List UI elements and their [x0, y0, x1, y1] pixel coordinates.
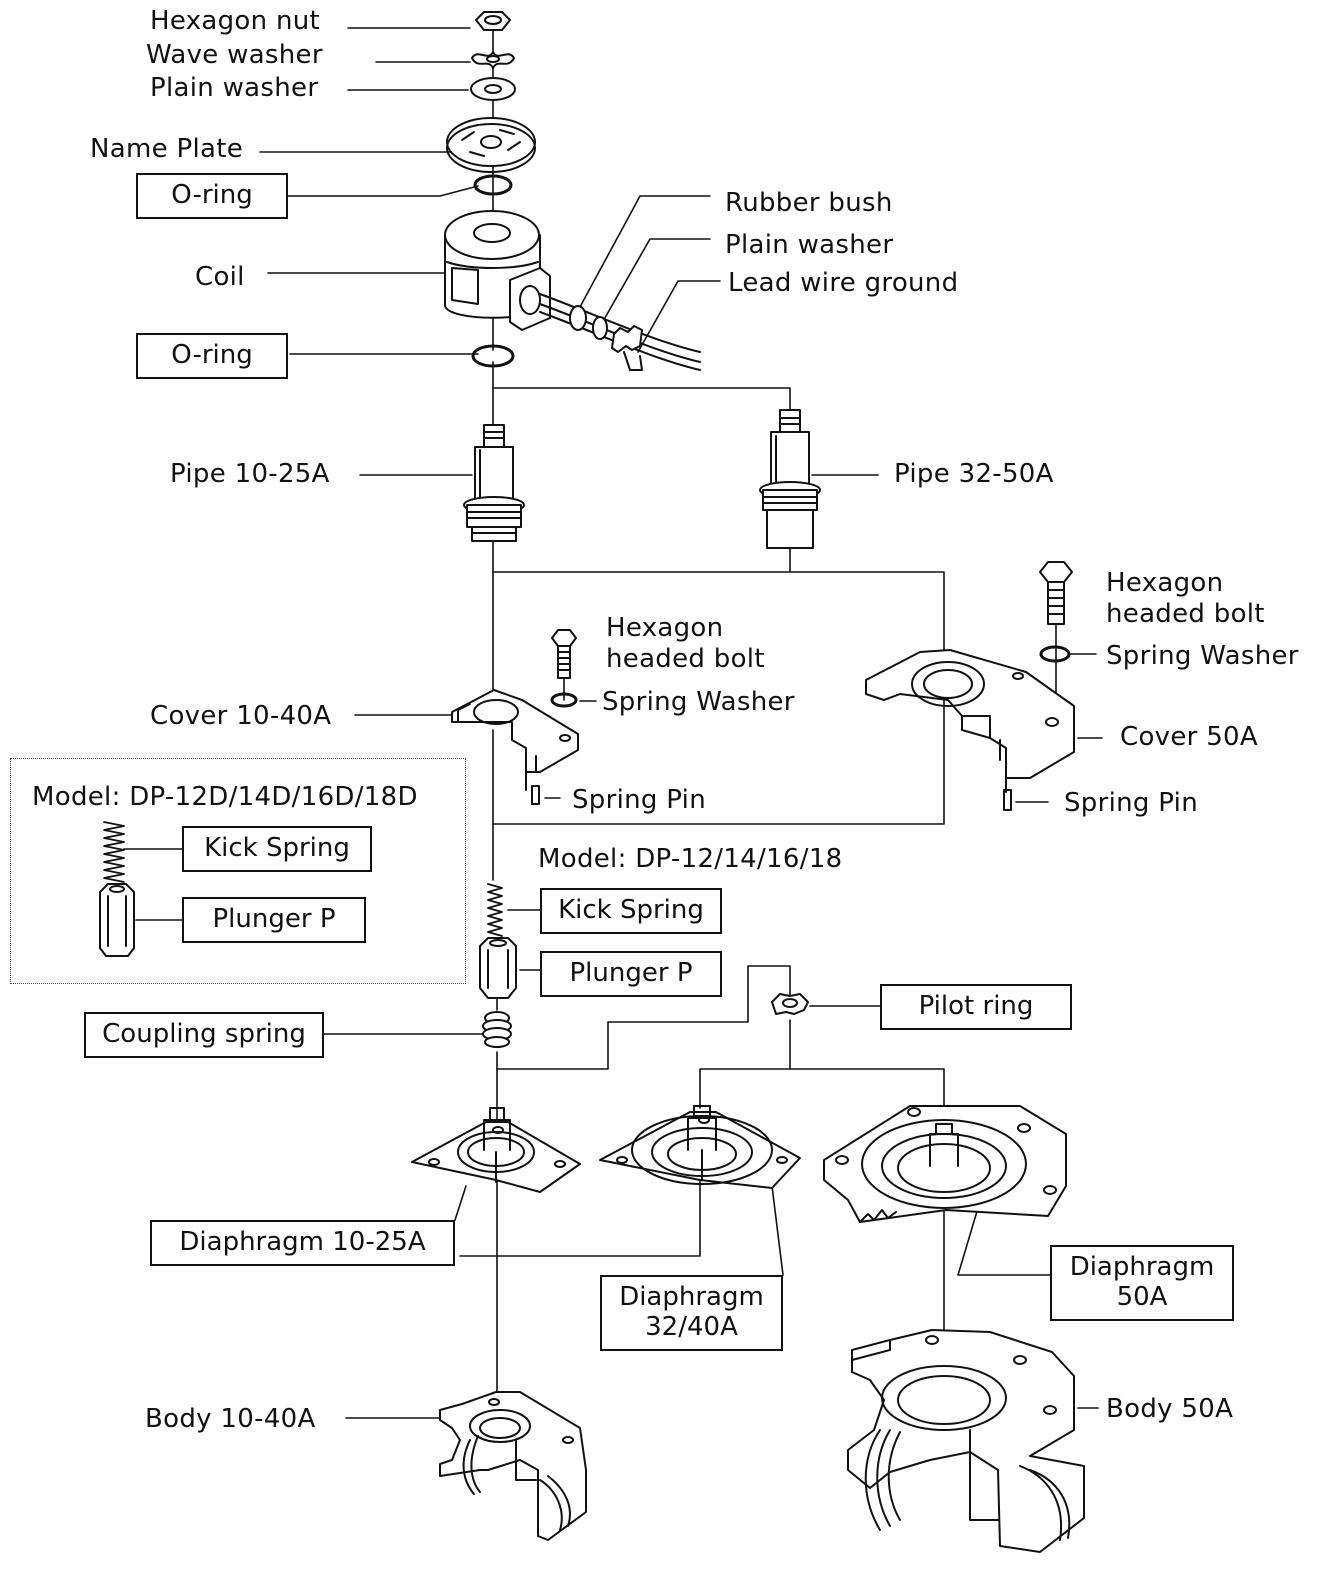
o-ring-bottom-icon — [473, 346, 513, 366]
plunger-icon — [480, 938, 516, 998]
label-coupling-spring: Coupling spring — [84, 1012, 324, 1058]
body-large-icon — [848, 1330, 1084, 1552]
label-cover-large: Cover 50A — [1120, 722, 1258, 752]
diaphragm-large-icon — [824, 1106, 1066, 1222]
plunger-d-icon — [100, 884, 134, 956]
label-bolt-large: Hexagon headed bolt — [1106, 568, 1265, 629]
model-d-inset-frame — [10, 758, 466, 984]
label-pipe-large: Pipe 32-50A — [894, 459, 1054, 489]
wave-washer-icon — [472, 52, 514, 68]
body-small-icon — [440, 1392, 586, 1540]
label-kick-spring-d: Kick Spring — [182, 826, 372, 872]
label-plain-washer-top: Plain washer — [150, 73, 319, 103]
leader-lines — [124, 28, 1102, 1418]
kick-spring-icon — [488, 884, 502, 936]
label-bolt-small: Hexagon headed bolt — [606, 613, 765, 674]
label-lead-wire-ground: Lead wire ground — [728, 268, 959, 298]
label-rubber-bush: Rubber bush — [725, 188, 893, 218]
label-plunger: Plunger P — [540, 951, 722, 997]
label-plunger-d: Plunger P — [182, 897, 366, 943]
label-body-small: Body 10-40A — [145, 1404, 316, 1434]
plain-washer-icon — [471, 78, 515, 100]
name-plate-icon — [447, 118, 535, 172]
label-diaphragm-small: Diaphragm 10-25A — [150, 1220, 455, 1266]
pipe-small-icon — [464, 425, 524, 541]
diaphragm-mid-icon — [600, 1106, 800, 1188]
spring-pin-large-icon — [1004, 790, 1011, 810]
label-o-ring-top: O-ring — [136, 173, 288, 219]
label-spring-pin-small: Spring Pin — [572, 785, 706, 815]
label-wave-washer: Wave washer — [146, 40, 323, 70]
spring-washer-small-icon — [552, 694, 576, 706]
label-model-d: Model: DP-12D/14D/16D/18D — [32, 782, 418, 812]
coupling-spring-icon — [483, 1012, 511, 1047]
label-diaphragm-large: Diaphragm 50A — [1050, 1245, 1234, 1321]
cover-small-icon — [452, 690, 578, 790]
label-spring-washer-small: Spring Washer — [602, 687, 795, 717]
diaphragm-small-icon — [412, 1108, 580, 1192]
label-coil: Coil — [195, 262, 245, 292]
label-pipe-small: Pipe 10-25A — [170, 459, 330, 489]
label-spring-pin-large: Spring Pin — [1064, 788, 1198, 818]
spring-pin-small-icon — [532, 786, 539, 804]
hexagon-nut-icon — [476, 12, 510, 30]
cover-large-icon — [866, 650, 1074, 792]
coil-icon — [445, 211, 700, 370]
label-hexagon-nut: Hexagon nut — [150, 6, 321, 36]
label-kick-spring: Kick Spring — [540, 888, 722, 934]
hexagon-bolt-large-icon — [1040, 562, 1072, 624]
label-cover-small: Cover 10-40A — [150, 701, 332, 731]
hexagon-bolt-small-icon — [552, 630, 576, 678]
label-body-large: Body 50A — [1106, 1394, 1234, 1424]
label-diaphragm-mid: Diaphragm 32/40A — [600, 1275, 783, 1351]
label-pilot-ring: Pilot ring — [880, 984, 1072, 1030]
spring-washer-large-icon — [1041, 647, 1069, 661]
pipe-large-icon — [760, 410, 820, 548]
pilot-ring-icon — [772, 994, 808, 1014]
kick-spring-d-icon — [104, 822, 124, 882]
o-ring-top-icon — [475, 176, 511, 194]
label-o-ring-bottom: O-ring — [136, 333, 288, 379]
label-spring-washer-large: Spring Washer — [1106, 641, 1299, 671]
label-name-plate: Name Plate — [90, 134, 243, 164]
label-plain-washer-lead: Plain washer — [725, 230, 894, 260]
label-model-std: Model: DP-12/14/16/18 — [538, 844, 843, 874]
